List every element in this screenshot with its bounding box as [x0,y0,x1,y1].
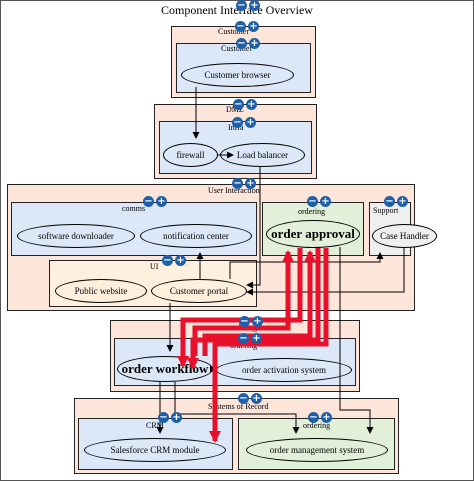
collapse-icon[interactable]: − [238,393,249,404]
cluster-comms-label: comms [122,204,146,213]
highlight-approval-workflow [177,248,303,368]
controls-customer-outer: −+ [235,21,259,32]
collapse-icon[interactable]: − [235,21,246,32]
cluster-user-interaction-label: User Interaction [208,186,260,195]
controls-ui: −+ [162,255,186,266]
cluster-ordering-bottom-label: ordering [303,421,331,430]
controls-comms: −+ [143,196,167,207]
edge-portal-casehandler [229,252,384,279]
collapse-icon[interactable]: − [233,99,244,110]
collapse-icon[interactable]: − [236,0,247,11]
cluster-crm-label: CRM [146,421,164,430]
expand-icon[interactable]: + [249,0,260,11]
expand-icon[interactable]: + [175,255,186,266]
node-software-downloader[interactable]: software downloader [17,224,135,248]
controls-title: −+ [236,0,260,11]
collapse-icon[interactable]: − [239,316,250,327]
cluster-systems-of-record-label: Systems of Record [208,402,269,411]
collapse-icon[interactable]: − [143,196,154,207]
expand-icon[interactable]: + [246,99,257,110]
expand-icon[interactable]: + [251,333,262,344]
expand-icon[interactable]: + [171,412,182,423]
node-order-management-system[interactable]: order management system [246,438,388,462]
edge-loadbalancer-portal [246,167,261,289]
cluster-ui-label: UI [150,262,159,271]
edge-workflow-oms [174,382,300,434]
controls-ordering-bottom: −+ [308,412,332,423]
node-customer-browser[interactable]: Customer browser [181,63,294,87]
expand-icon[interactable]: + [248,21,259,32]
expand-icon[interactable]: + [249,38,260,49]
controls-ordering-top: −+ [307,196,331,207]
expand-icon[interactable]: + [251,393,262,404]
collapse-icon[interactable]: − [238,333,249,344]
expand-icon[interactable]: + [321,412,332,423]
cluster-customer-outer-label: Customer [218,27,250,36]
collapse-icon[interactable]: − [236,38,247,49]
controls-infra: −+ [232,117,256,128]
controls-support: −+ [384,196,408,207]
collapse-icon[interactable]: − [232,178,243,189]
controls-ordering-mid-inner: −+ [238,333,262,344]
controls-dmz: −+ [233,99,257,110]
expand-icon[interactable]: + [245,117,256,128]
expand-icon[interactable]: + [320,196,331,207]
collapse-icon[interactable]: − [158,412,169,423]
highlight-approval-crm [209,248,329,443]
node-public-website[interactable]: Public website [55,279,147,303]
node-salesforce-crm-module[interactable]: Salesforce CRM module [84,438,226,462]
expand-icon[interactable]: + [245,178,256,189]
controls-systems-of-record: −+ [238,393,262,404]
cluster-support-label: Support [373,206,399,215]
node-firewall[interactable]: firewall [163,143,218,167]
expand-icon[interactable]: + [156,196,167,207]
node-order-approval[interactable]: order approval [266,220,360,248]
controls-customer-inner: −+ [236,38,260,49]
node-notification-center[interactable]: notification center [140,224,252,248]
collapse-icon[interactable]: − [307,196,318,207]
controls-user-interaction: −+ [232,178,256,189]
edge-approval-oms [339,247,374,434]
collapse-icon[interactable]: − [232,117,243,128]
collapse-icon[interactable]: − [162,255,173,266]
collapse-icon[interactable]: − [308,412,319,423]
node-case-handler[interactable]: Case Handler [372,224,437,248]
expand-icon[interactable]: + [397,196,408,207]
cluster-ordering-top-label: ordering [298,207,326,216]
controls-ordering-mid-outer: −+ [239,316,263,327]
collapse-icon[interactable]: − [384,196,395,207]
controls-crm: −+ [158,412,182,423]
expand-icon[interactable]: + [252,316,263,327]
